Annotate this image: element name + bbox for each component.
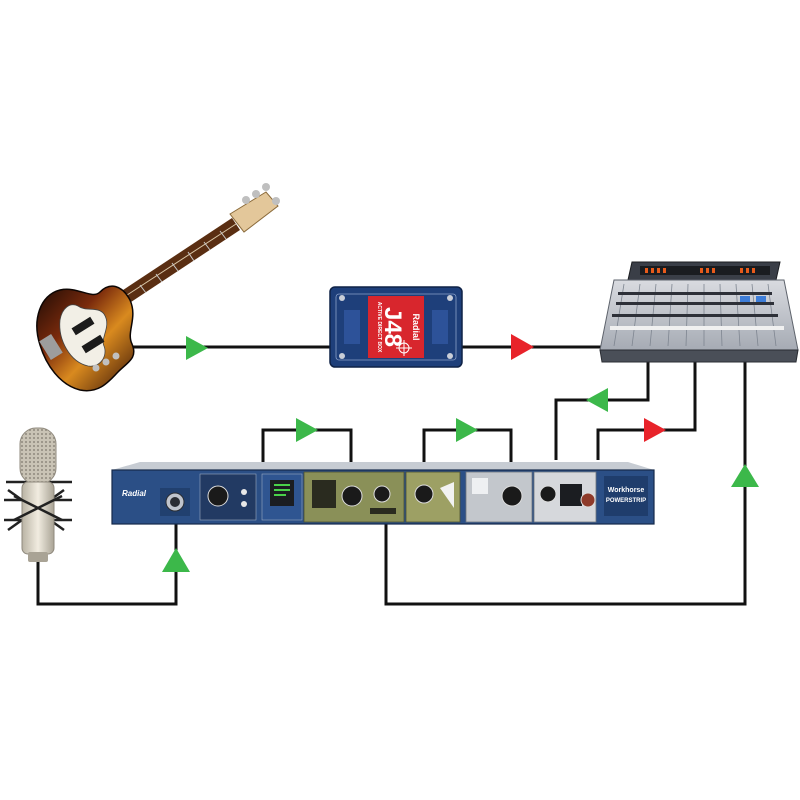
compressor-knob-2 (373, 485, 391, 503)
bass-guitar-icon (36, 183, 280, 392)
arrow-send-left (586, 388, 608, 412)
condenser-mic-icon (4, 427, 72, 562)
di-box-j48: J48 Radial ACTIVE DIRECT BOX (329, 286, 463, 368)
xlr-input-icon (160, 488, 190, 516)
di-subtitle-label: ACTIVE DIRECT BOX (376, 302, 382, 353)
crosshair-icon (396, 340, 412, 356)
module6-knob-1 (539, 485, 557, 503)
compressor-knob-1 (341, 485, 363, 507)
preamp-gain-knob (207, 485, 229, 507)
cable-console-send (554, 362, 650, 460)
di-model-label: J48 (379, 307, 406, 347)
module5-knob (501, 485, 523, 507)
signal-arrows (162, 334, 759, 572)
arrow-insert-1-right (296, 418, 318, 442)
module6-knob-2 (580, 492, 596, 508)
rack-brand-right-2: POWERSTRIP (606, 498, 646, 504)
arrow-mic-up (162, 548, 190, 572)
rack-workhorse-powerstrip: Radial Wor (111, 462, 655, 525)
rack-brand-left: Radial (122, 489, 147, 498)
di-brand-label: Radial (411, 313, 421, 340)
eq-knob (414, 484, 434, 504)
arrow-return-up (731, 464, 759, 487)
arrow-insert-2-right (456, 418, 478, 442)
arrow-return-right (644, 418, 666, 442)
mixing-console-icon (599, 261, 799, 363)
rack-brand-right-1: Workhorse (608, 487, 645, 494)
arrow-di-out-right (511, 334, 534, 360)
arrow-bass-right (186, 336, 208, 360)
